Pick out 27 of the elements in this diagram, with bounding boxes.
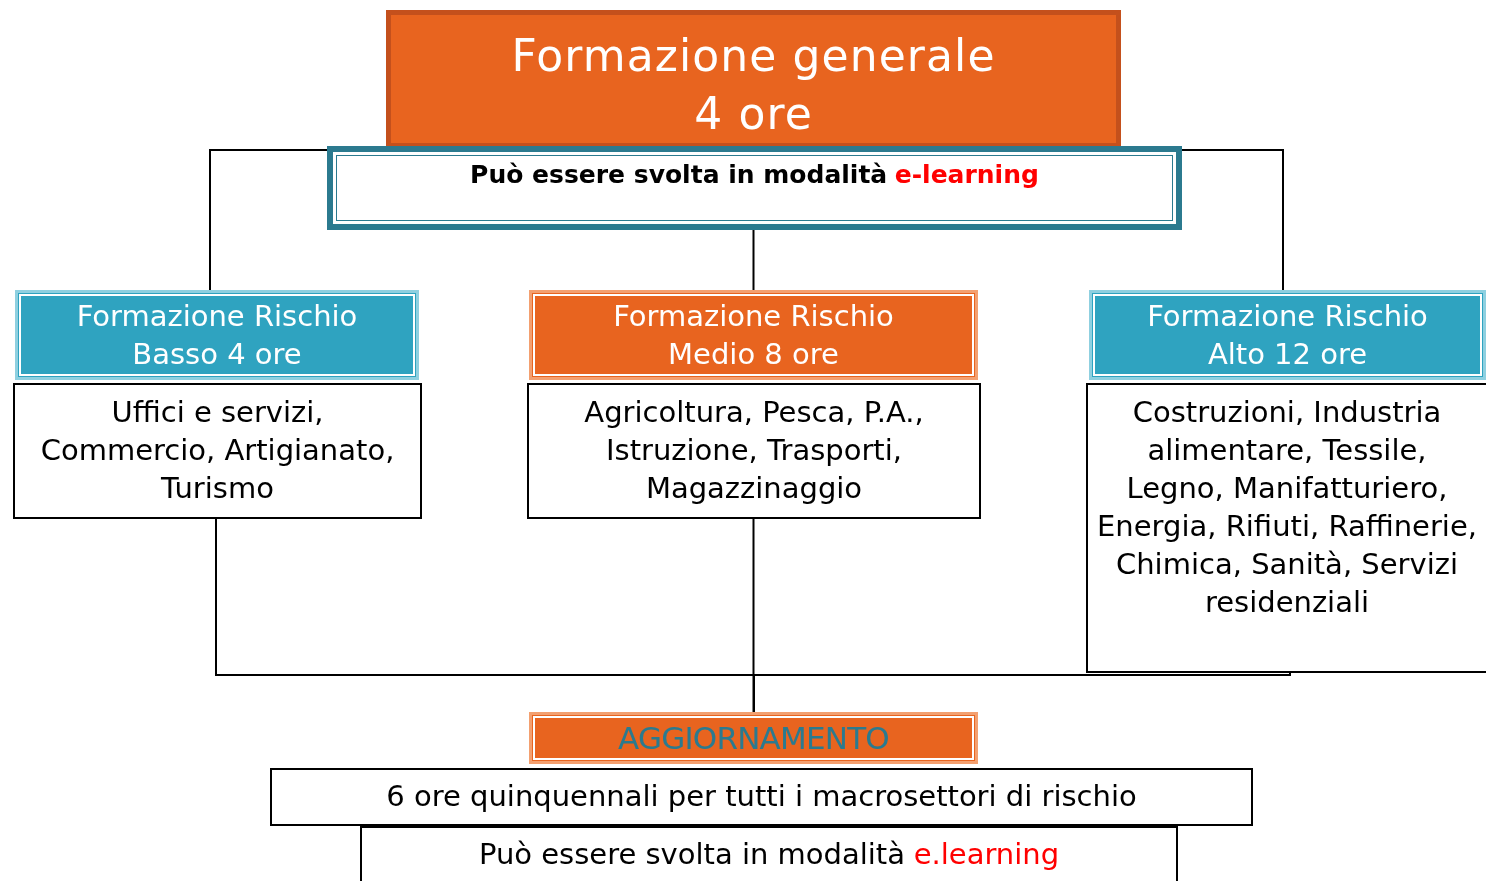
title-box [386, 10, 1121, 148]
node-text: Può essere svolta in modalità [470, 159, 888, 191]
level-header-box [15, 290, 419, 380]
node-text: Formazione generale 4 ore [510, 29, 997, 141]
node-text: Formazione Rischio Basso 4 ore [75, 298, 359, 373]
sector-box [13, 383, 422, 519]
node-text: Formazione Rischio Medio 8 ore [612, 298, 895, 373]
connector-line [752, 229, 755, 291]
update-box [270, 768, 1253, 826]
node-text: Agricoltura, Pesca, P.A., Istruzione, Trasporti, Magazzinaggio [583, 394, 925, 507]
node-text: AGGIORNAMENTO [618, 719, 889, 758]
update-header-box [529, 712, 978, 764]
sector-box [1086, 383, 1486, 673]
sector-box [527, 383, 981, 519]
node-text: Può essere svolta in modalità [478, 835, 905, 873]
highlighted-text: e.learning [913, 835, 1060, 873]
highlighted-text: e-learning [894, 159, 1039, 191]
note-box [360, 826, 1178, 881]
node-text: Uffici e servizi, Commercio, Artigianato, Turismo [39, 394, 396, 507]
connector-line [1181, 149, 1284, 291]
node-text: Costruzioni, Industria alimentare, Tessile, Legno, Manifatturiero, Energia, Rifiuti, Raffinerie, Chimica, Sanità, Servizi residenziali [1096, 394, 1478, 621]
level-header-box [1089, 290, 1486, 380]
node-text: Formazione Rischio Alto 12 ore [1146, 298, 1429, 373]
node-text: 6 ore quinquennali per tutti i macrosettori di rischio [386, 778, 1137, 816]
note-box [327, 146, 1182, 230]
level-header-box [529, 290, 978, 380]
connector-line [209, 149, 328, 291]
